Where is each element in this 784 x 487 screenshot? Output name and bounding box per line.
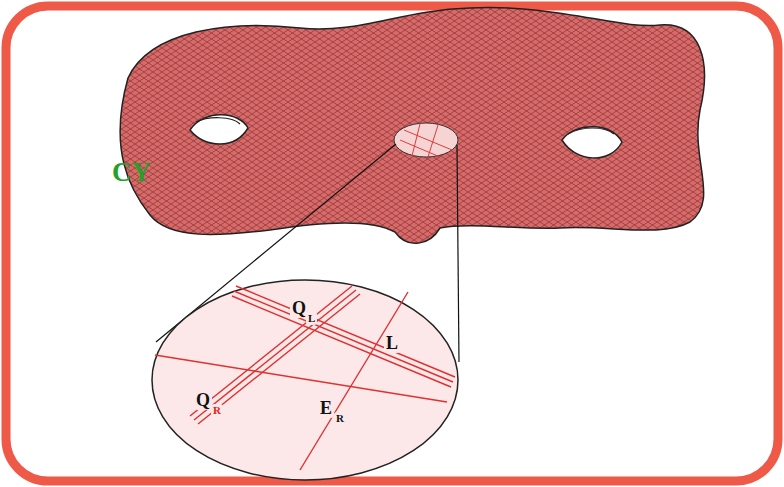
manifold-label: CY — [110, 158, 153, 187]
zoom-line — [457, 145, 459, 362]
patch-lines — [400, 124, 452, 157]
brane-label: L — [306, 312, 317, 325]
calabi-yau-surface — [120, 8, 704, 244]
brane-label: R — [334, 412, 346, 425]
brane-label: R — [211, 404, 223, 417]
hole-edge — [196, 118, 240, 124]
handle-hole — [562, 127, 622, 158]
brane-label: L — [384, 333, 400, 353]
handle-hole — [190, 115, 248, 144]
brane-lines — [155, 286, 455, 470]
frame — [6, 6, 778, 481]
brane-label: E — [318, 398, 334, 418]
brane-label: Q — [194, 390, 212, 410]
zoom-patch — [394, 123, 458, 157]
zoom-disc — [152, 280, 458, 480]
hole-edge — [568, 128, 614, 134]
